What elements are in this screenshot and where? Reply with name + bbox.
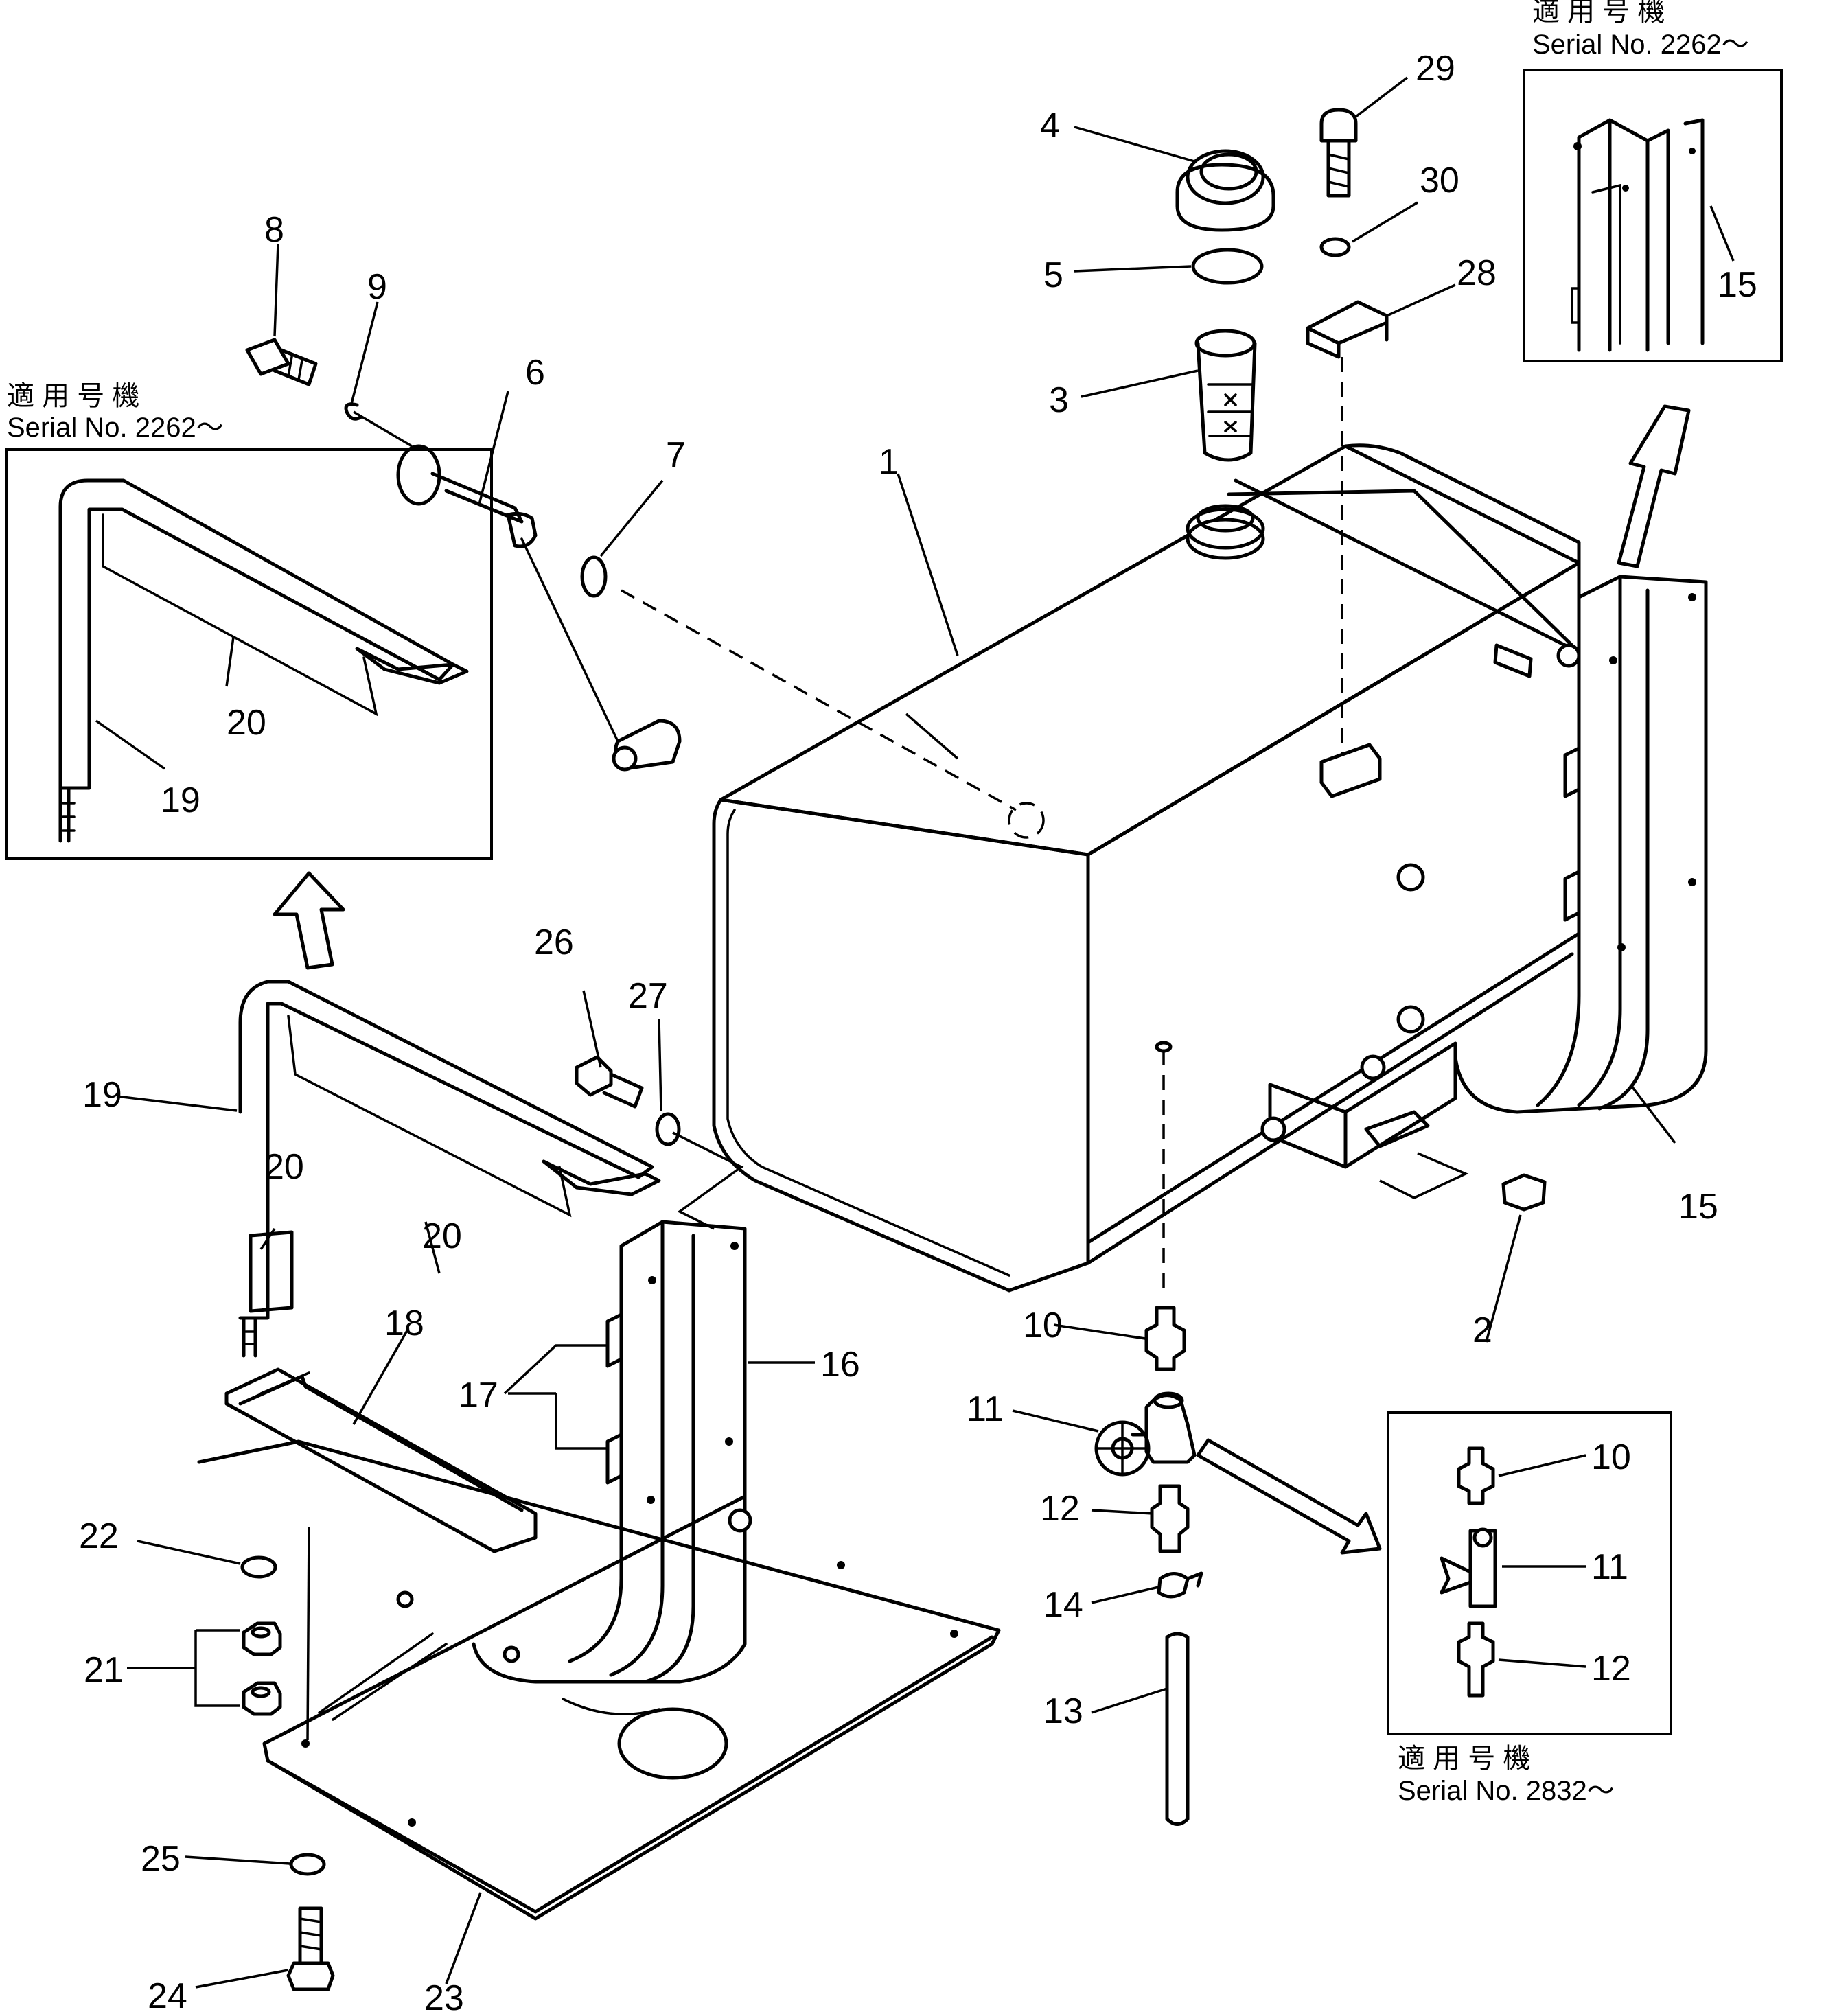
washer-25 [289, 1853, 326, 1876]
fitting-10 [1144, 1306, 1186, 1371]
fitting-12 [1150, 1484, 1190, 1553]
inset-top-left-applicable: 適 用 号 機 [7, 381, 139, 411]
callout-4: 4 [1040, 106, 1060, 146]
callout-15: 15 [1678, 1187, 1718, 1227]
bolt-8 [245, 338, 318, 386]
callout-20-b: 20 [422, 1216, 462, 1256]
pad-20 [249, 1230, 294, 1313]
callout-16: 16 [820, 1345, 860, 1385]
washer-30 [1319, 237, 1351, 257]
callout-3: 3 [1049, 380, 1069, 420]
callout-19: 19 [82, 1075, 122, 1115]
callout-20-a: 20 [264, 1147, 304, 1187]
callout-27: 27 [628, 976, 668, 1016]
callout-20-inset: 20 [227, 703, 266, 743]
callout-12-inset: 12 [1591, 1649, 1631, 1689]
callout-11: 11 [967, 1389, 1004, 1429]
fuel-gauge-6 [396, 444, 682, 772]
callout-13: 13 [1043, 1691, 1083, 1731]
callout-10: 10 [1023, 1306, 1063, 1345]
callout-6: 6 [525, 353, 545, 393]
gasket-5 [1191, 248, 1264, 285]
callout-19-inset: 19 [161, 780, 200, 820]
callout-26: 26 [534, 923, 574, 962]
inset-top-left-serial: Serial No. 2262〜 [7, 413, 224, 443]
bolt-26 [575, 1055, 644, 1109]
callout-21: 21 [84, 1650, 124, 1690]
callout-9: 9 [367, 267, 387, 307]
inset-top-right-applicable: 適 用 号 機 [1532, 0, 1665, 27]
step-18 [224, 1367, 538, 1553]
inset-fitting-10 [1457, 1446, 1495, 1505]
callout-18: 18 [384, 1304, 424, 1343]
clamp-14 [1157, 1571, 1203, 1599]
inset-bracket-15 [1577, 118, 1705, 352]
callout-5: 5 [1043, 255, 1063, 295]
sump-block [1364, 1110, 1430, 1148]
callout-1: 1 [879, 442, 899, 482]
tank-mount-block [1319, 743, 1382, 798]
inset-top-right: 適 用 号 機 Serial No. 2262〜 [1523, 0, 1783, 362]
inset-top-right-serial: Serial No. 2262〜 [1532, 30, 1749, 60]
bracket-28 [1306, 300, 1389, 359]
arrow-down-right [1196, 1438, 1382, 1555]
callout-labels: 1 2 3 4 5 6 7 8 9 10 10 11 11 12 12 13 1… [79, 49, 1757, 2014]
callout-29: 29 [1416, 49, 1455, 89]
nuts-21 [242, 1621, 282, 1716]
arrow-up-left [273, 871, 345, 970]
callout-15-inset: 15 [1718, 265, 1757, 305]
callout-28: 28 [1457, 253, 1497, 293]
leader-lines [116, 76, 1676, 1989]
arrow-up-right [1617, 404, 1691, 568]
inset-bottom-right-applicable: 適 用 号 機 [1398, 1744, 1530, 1774]
callout-12: 12 [1040, 1489, 1080, 1529]
inset-bottom-right-serial: Serial No. 2832〜 [1398, 1776, 1615, 1806]
inset-top-left: 適 用 号 機 Serial No. 2262〜 [5, 381, 493, 860]
washer-9 [344, 402, 362, 421]
callout-2: 2 [1472, 1310, 1492, 1350]
fuel-tank [712, 443, 1581, 1293]
valve-11 [1094, 1391, 1197, 1477]
callout-14: 14 [1043, 1585, 1083, 1625]
callout-22: 22 [79, 1516, 119, 1556]
o-ring-7 [580, 555, 608, 598]
callout-25: 25 [141, 1839, 181, 1879]
callout-7: 7 [666, 435, 686, 475]
bolt-29 [1319, 108, 1358, 198]
callout-23: 23 [424, 1978, 464, 2014]
callout-30: 30 [1420, 161, 1459, 200]
inset-bottom-right: 適 用 号 機 Serial No. 2832〜 [1387, 1411, 1672, 1806]
washer-22 [240, 1555, 277, 1579]
callout-17: 17 [459, 1376, 498, 1415]
bracket-16 [472, 1220, 752, 1684]
callout-8: 8 [264, 210, 284, 250]
inset-strap-19 [58, 478, 455, 790]
strap-19 [238, 980, 661, 1358]
bolt-24 [286, 1906, 335, 1991]
bracket-15 [1227, 478, 1708, 1114]
base-plate-23 [197, 1439, 1001, 1921]
hose-13 [1165, 1632, 1190, 1826]
cap-4 [1175, 149, 1275, 232]
callout-10-inset: 10 [1591, 1437, 1631, 1477]
washer-27 [655, 1112, 681, 1146]
strainer-3 [1194, 329, 1257, 462]
plug-2 [1501, 1173, 1547, 1212]
inset-fitting-12 [1457, 1621, 1495, 1698]
callout-24: 24 [148, 1976, 187, 2014]
callout-11-inset: 11 [1591, 1547, 1628, 1587]
